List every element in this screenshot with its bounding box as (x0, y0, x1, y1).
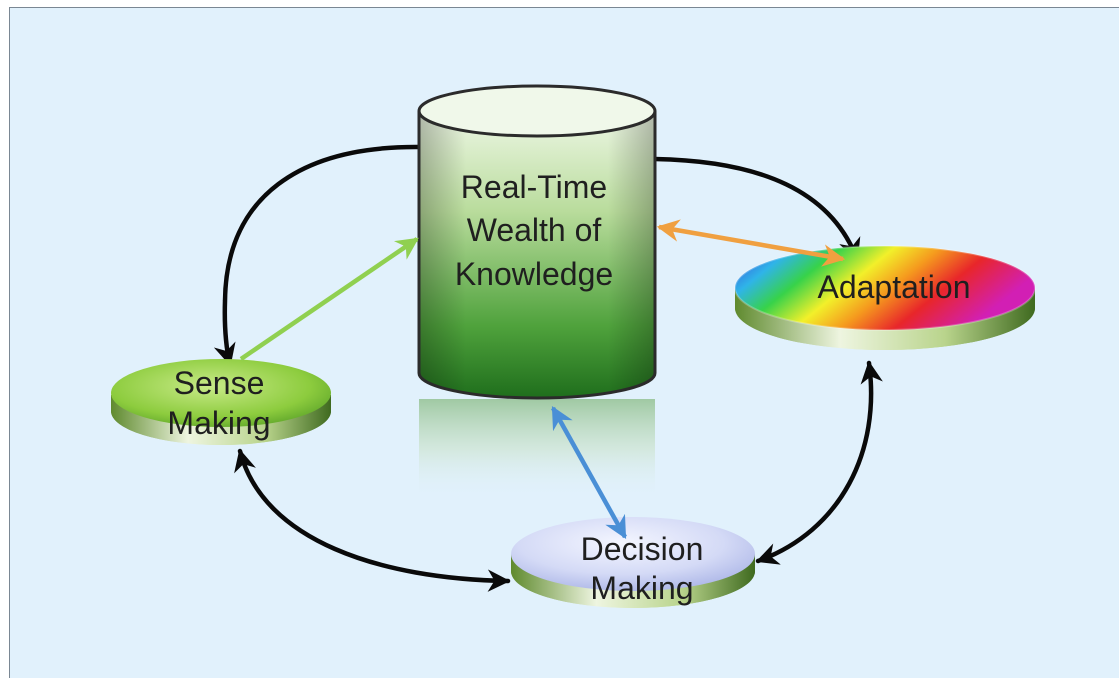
arrow-store-adaptation (656, 219, 846, 267)
sense-label-line2: Making (167, 405, 270, 441)
arrow-store-to-sense (213, 144, 422, 367)
store-label-line2: Wealth of (467, 212, 602, 248)
arrow-store-decision (551, 406, 627, 539)
decision-label-line2: Making (590, 570, 693, 606)
adaptation-node (734, 245, 1036, 350)
arrow-sense-to-store (239, 237, 419, 361)
store-label-line3: Knowledge (455, 256, 613, 292)
sense-label-line1: Sense (174, 365, 265, 401)
sense-making-node (111, 359, 331, 445)
store-label-line1: Real-Time (461, 169, 607, 205)
cycle-diagram: Real-Time Wealth of Knowledge Sense Maki… (111, 84, 1036, 608)
arrow-sense-decision (234, 448, 511, 592)
knowledge-store-cylinder (417, 84, 657, 400)
decision-label-line1: Decision (581, 531, 704, 567)
diagram-frame: Real-Time Wealth of Knowledge Sense Maki… (9, 7, 1119, 678)
store-reflection (419, 399, 655, 500)
arrow-adaptation-decision (755, 360, 883, 565)
adaptation-label: Adaptation (817, 269, 970, 305)
